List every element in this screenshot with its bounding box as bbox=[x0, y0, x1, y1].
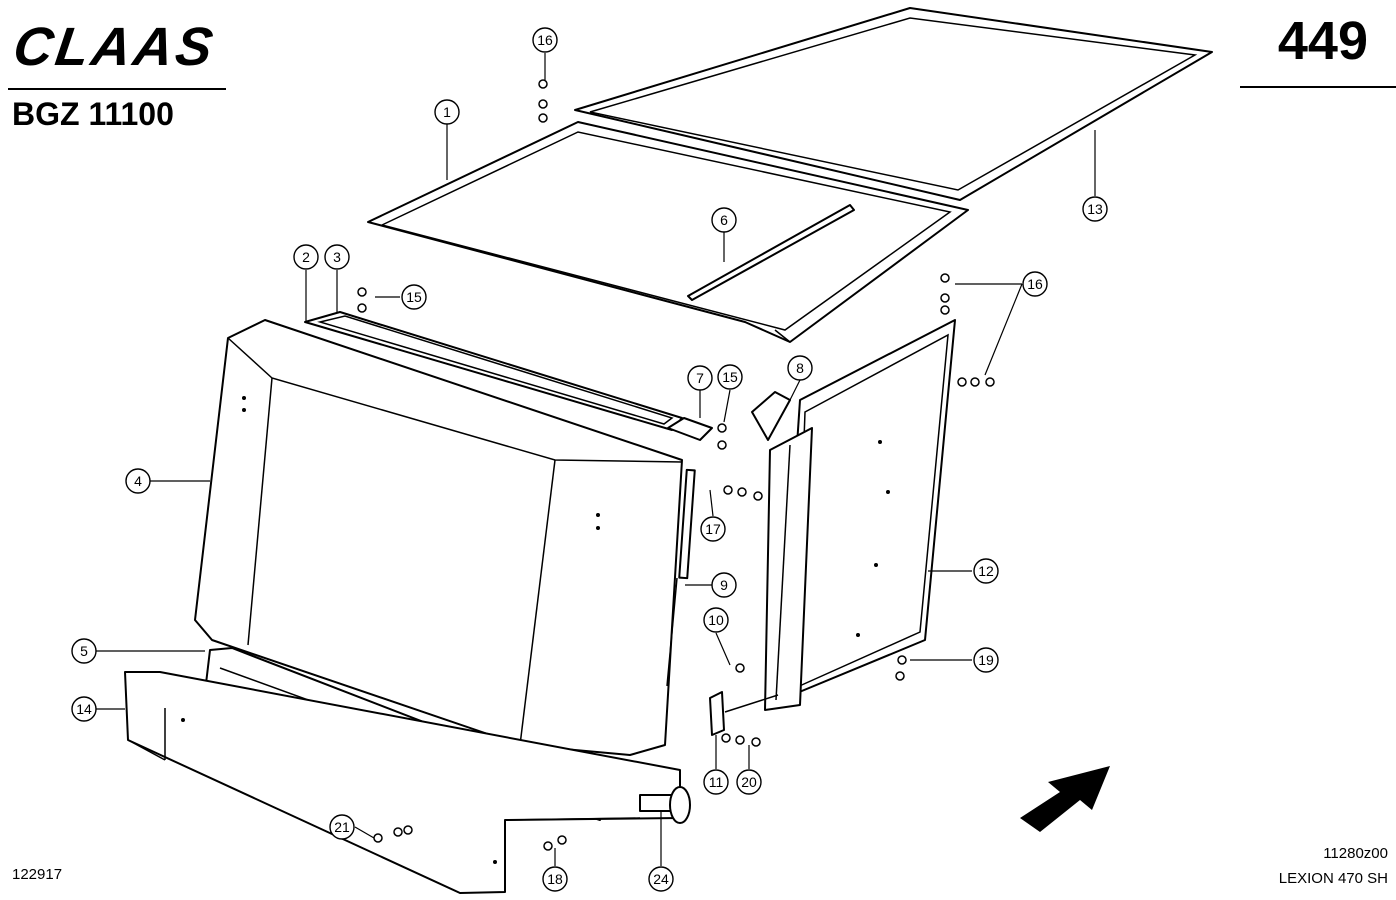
page-number: 449 bbox=[1277, 11, 1368, 71]
callout-21: 21 bbox=[329, 814, 355, 840]
callout-6: 6 bbox=[711, 207, 737, 233]
part-8-bracket bbox=[751, 391, 791, 441]
callout-10: 10 bbox=[703, 607, 729, 633]
callout-8: 8 bbox=[787, 355, 813, 381]
mounting-holes bbox=[181, 396, 890, 864]
callout-1: 1 bbox=[434, 99, 460, 125]
callout-14: 14 bbox=[71, 696, 97, 722]
callout-label: 9 bbox=[720, 577, 728, 593]
callout-4: 4 bbox=[125, 468, 151, 494]
illustration-code: 11280z00 bbox=[1323, 845, 1388, 862]
callout-label: 6 bbox=[720, 212, 728, 228]
callout-label: 21 bbox=[334, 819, 350, 835]
callout-2: 2 bbox=[293, 244, 319, 270]
leader-lines bbox=[96, 53, 1096, 866]
callout-label: 14 bbox=[76, 701, 92, 717]
part-4-hood bbox=[194, 319, 683, 756]
callout-label: 3 bbox=[333, 249, 341, 265]
part-11-bracket bbox=[709, 691, 779, 736]
part-24-hinge bbox=[639, 786, 691, 824]
fasteners bbox=[357, 79, 995, 851]
callout-label: 12 bbox=[978, 563, 994, 579]
callout-label: 15 bbox=[722, 369, 738, 385]
callout-label: 11 bbox=[709, 774, 724, 790]
part-1-top-panel bbox=[367, 121, 969, 343]
callout-label: 19 bbox=[978, 652, 994, 668]
callout-label: 18 bbox=[547, 871, 563, 887]
callout-label: 17 bbox=[705, 521, 721, 537]
part-14-front-bumper bbox=[124, 671, 681, 894]
callout-20: 20 bbox=[736, 769, 762, 795]
callout-label: 16 bbox=[537, 32, 553, 48]
callout-19: 19 bbox=[973, 647, 999, 673]
callout-label: 15 bbox=[406, 289, 422, 305]
callout-label: 20 bbox=[741, 774, 757, 790]
callout-3: 3 bbox=[324, 244, 350, 270]
callout-label: 8 bbox=[796, 360, 804, 376]
part-6-strip bbox=[687, 204, 855, 301]
callout-label: 2 bbox=[302, 249, 310, 265]
callout-12: 12 bbox=[973, 558, 999, 584]
callout-label: 4 bbox=[134, 473, 142, 489]
header-rule bbox=[8, 88, 226, 90]
callout-label: 16 bbox=[1027, 276, 1043, 292]
callout-18: 18 bbox=[542, 866, 568, 892]
callout-11: 11 bbox=[703, 769, 729, 795]
callout-15: 15 bbox=[401, 284, 427, 310]
callout-15: 15 bbox=[717, 364, 743, 390]
side-rail bbox=[764, 427, 813, 711]
callout-7: 7 bbox=[687, 365, 713, 391]
callout-label: 13 bbox=[1087, 201, 1103, 217]
callout-24: 24 bbox=[648, 866, 674, 892]
direction-arrow bbox=[1020, 766, 1110, 832]
callout-label: 7 bbox=[696, 370, 704, 386]
callout-label: 5 bbox=[80, 643, 88, 659]
callout-label: 1 bbox=[443, 104, 451, 120]
part-13-rear-panel bbox=[574, 7, 1213, 201]
drawing-reference-number: 122917 bbox=[12, 866, 63, 883]
catalog-code: BGZ 11100 bbox=[12, 96, 174, 132]
model-name: LEXION 470 SH bbox=[1278, 870, 1388, 887]
callout-label: 24 bbox=[653, 871, 669, 887]
page-number-rule bbox=[1240, 86, 1396, 88]
callout-9: 9 bbox=[711, 572, 737, 598]
callout-label: 10 bbox=[708, 612, 724, 628]
part-2-3-seal-strip bbox=[304, 311, 683, 431]
callout-13: 13 bbox=[1082, 196, 1108, 222]
callout-17: 17 bbox=[700, 516, 726, 542]
callout-5: 5 bbox=[71, 638, 97, 664]
callout-16: 16 bbox=[532, 27, 558, 53]
part-7-plate bbox=[667, 417, 713, 441]
callout-16: 16 bbox=[1022, 271, 1048, 297]
part-9-gas-strut bbox=[666, 468, 696, 687]
